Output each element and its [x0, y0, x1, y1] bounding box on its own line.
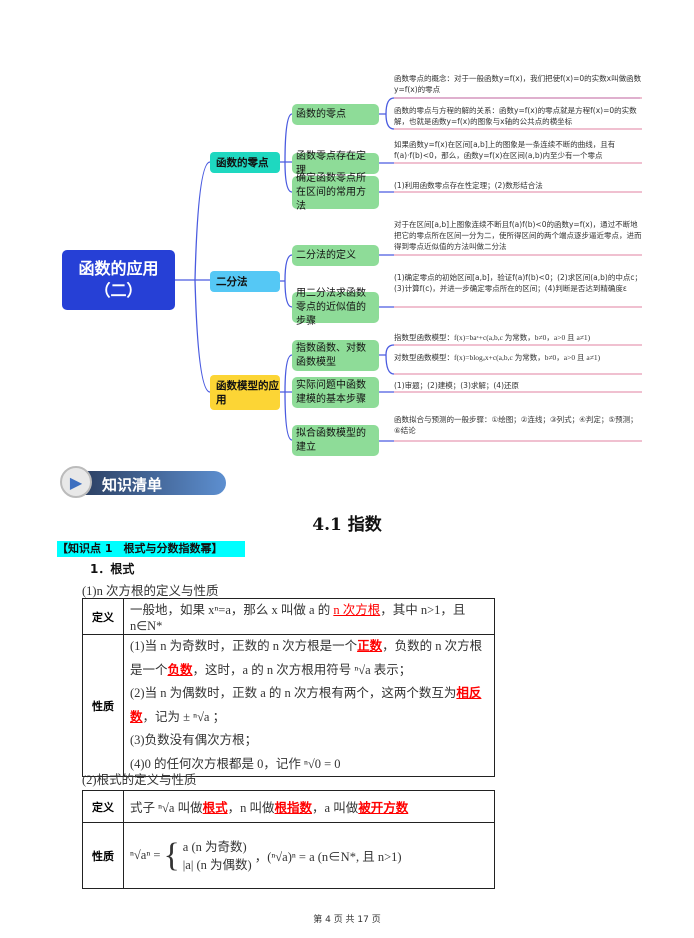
text: 式子 ⁿ√a 叫做 [130, 801, 203, 815]
cases: a (n 为奇数) |a| (n 为偶数) [183, 838, 252, 874]
node-fitting-model: 拟合函数模型的建立 [292, 425, 379, 456]
prop-label: 性质 [82, 822, 124, 889]
subheading-radical-def: (2)根式的定义与性质 [82, 773, 197, 787]
double-chevron-icon: ▶ [60, 466, 92, 498]
node-modeling-steps: 实际问题中函数建模的基本步骤 [292, 377, 379, 408]
note: 对于在区间[a,b]上图象连续不断且f(a)f(b)<0的函数y=f(x)，通过… [394, 220, 642, 251]
text: ，这时，a 的 n 次方根用符号 ⁿ√a 表示； [192, 662, 412, 677]
node-locate-methods: 确定函数零点所在区间的常用方法 [292, 173, 379, 212]
highlight: n 次方根 [333, 603, 381, 617]
def-text: 式子 ⁿ√a 叫做根式，n 叫做根指数，a 叫做被开方数 [123, 790, 495, 823]
case-even: |a| (n 为偶数) [182, 857, 252, 872]
note: 对数型函数模型：f(x)=blogₐx+c(a,b,c 为常数，b≠0，a>0 … [394, 353, 601, 362]
note: (1)利用函数零点存在性定理；(2)数形结合法 [394, 181, 543, 190]
note: (1)确定零点的初始区间[a,b]，验证f(a)f(b)<0；(2)求区间(a,… [394, 273, 642, 293]
highlight: 正数 [357, 639, 383, 653]
note: 指数型函数模型：f(x)=baˣ+c(a,b,c 为常数，b≠0，a>0 且 a… [394, 333, 591, 342]
prop-1: (1)当 n 为奇数时，正数的 n 次方根是一个正数，负数的 n 次方根是一个负… [130, 635, 488, 682]
mindmap-root: 函数的应用 （二） [62, 250, 175, 310]
node-zero-point: 函数的零点 [292, 104, 379, 125]
note: 如果函数y=f(x)在区间[a,b]上的图象是一条连续不断的曲线，且有f(a)·… [394, 140, 616, 160]
branch-bisection: 二分法 [210, 271, 280, 292]
highlight: 根式 [202, 801, 228, 815]
note: 函数拟合与预测的一般步骤：①绘图；②连线；③列式；④判定；⑤预测；⑥结论 [394, 415, 638, 435]
branch-model-application: 函数模型的应用 [210, 375, 280, 410]
brace: { [163, 836, 180, 874]
prop-formula: ⁿ√aⁿ = { a (n 为奇数) |a| (n 为偶数) ，(ⁿ√a)ⁿ = … [123, 822, 495, 889]
case-odd: a (n 为奇数) [182, 839, 247, 854]
text: (1)当 n 为奇数时，正数的 n 次方根是一个 [130, 639, 358, 653]
text: (2)当 n 为偶数时，正数 a 的 n 次方根有两个，这两个数互为 [130, 686, 457, 700]
radical-table: 定义 式子 ⁿ√a 叫做根式，n 叫做根指数，a 叫做被开方数 性质 ⁿ√aⁿ … [82, 790, 495, 889]
page-footer: 第 4 页 共 17 页 [313, 915, 381, 925]
branch-zero-points: 函数的零点 [210, 152, 280, 173]
def-label: 定义 [82, 598, 124, 635]
formula-rhs: ，(ⁿ√a)ⁿ = a (n∈N*, 且 n>1) [254, 850, 402, 864]
root-line1: 函数的应用 [78, 259, 159, 278]
nth-root-table: 定义 一般地，如果 xⁿ=a，那么 x 叫做 a 的 n 次方根，其中 n>1，… [82, 598, 495, 777]
highlight: 负数 [167, 662, 193, 677]
node-bisection-def: 二分法的定义 [292, 245, 379, 266]
note: 函数的零点与方程的解的关系：函数y=f(x)的零点就是方程f(x)=0的实数解，… [394, 106, 637, 126]
formula-lhs: ⁿ√aⁿ = [130, 848, 161, 862]
prop-text: (1)当 n 为奇数时，正数的 n 次方根是一个正数，负数的 n 次方根是一个负… [123, 634, 495, 777]
text: ，其中 n>1，且 n∈N* [130, 603, 466, 633]
node-exp-log-models: 指数函数、对数函数模型 [292, 340, 379, 371]
prop-2: (2)当 n 为偶数时，正数 a 的 n 次方根有两个，这两个数互为相反数，记为… [130, 682, 488, 729]
text: ，负数的 n 次方根是一个 [130, 639, 483, 677]
subheading-nth-root: (1)n 次方根的定义与性质 [82, 584, 219, 598]
highlight: 根指数 [274, 801, 313, 815]
note: 函数零点的概念：对于一般函数y=f(x)，我们把使f(x)=0的实数x叫做函数y… [394, 74, 642, 94]
section-banner: ▶ 知识清单 [60, 466, 226, 498]
prop-label: 性质 [82, 634, 124, 777]
highlight: 被开方数 [358, 801, 409, 815]
mindmap-connectors [175, 97, 642, 442]
prop-4: (4)0 的任何次方根都是 0，记作 ⁿ√0 = 0 [130, 756, 341, 771]
prop-3: (3)负数没有偶次方根； [130, 733, 258, 747]
text: ，n 叫做 [227, 801, 275, 815]
section-title: 4.1 指数 [312, 515, 382, 535]
highlight: 相反数 [130, 686, 482, 724]
note: (1)审题；(2)建模；(3)求解；(4)还原 [394, 381, 519, 390]
banner-text: 知识清单 [102, 476, 163, 494]
knowledge-point-label: 【知识点 1 根式与分数指数幂】 [57, 541, 245, 557]
node-existence-theorem: 函数零点存在定理 [292, 151, 379, 176]
def-text: 一般地，如果 xⁿ=a，那么 x 叫做 a 的 n 次方根，其中 n>1，且 n… [123, 598, 495, 635]
heading-radicals: 1．根式 [90, 562, 135, 576]
root-line2: （二） [94, 281, 143, 300]
text: ，a 叫做 [312, 801, 359, 815]
def-label: 定义 [82, 790, 124, 823]
node-bisection-steps: 用二分法求函数零点的近似值的步骤 [292, 288, 379, 327]
text: 一般地，如果 xⁿ=a，那么 x 叫做 a 的 [130, 603, 334, 617]
text: ，记为 ± ⁿ√a ； [142, 709, 226, 724]
